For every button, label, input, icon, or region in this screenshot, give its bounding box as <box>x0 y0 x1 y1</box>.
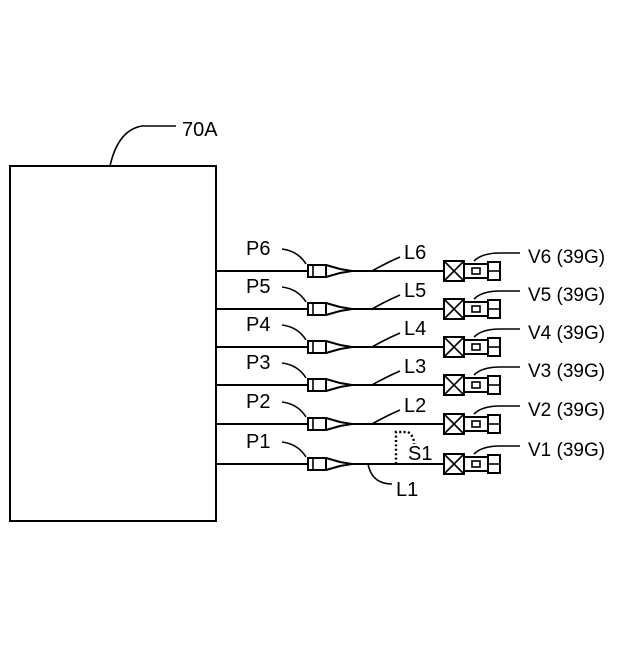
controller-leader <box>110 126 176 166</box>
channel-p6: P6 L6 V6 (39G) <box>216 238 605 281</box>
valve-core <box>472 382 480 388</box>
port-connector-body <box>308 303 326 315</box>
valve-body <box>464 417 488 431</box>
port-connector-body <box>308 458 326 470</box>
line-leader <box>372 371 400 385</box>
channel-p1: P1L1 V1 (39G) <box>216 431 605 501</box>
valve-body <box>464 340 488 354</box>
port-connector-tip <box>326 265 352 277</box>
valve-core <box>472 268 480 274</box>
valve-core <box>472 306 480 312</box>
controller-label: 70A <box>182 119 218 141</box>
port-label: P5 <box>246 276 270 298</box>
port-connector-tip <box>326 303 352 315</box>
valve-body <box>464 302 488 316</box>
valve-leader <box>474 329 520 337</box>
valve-label: V2 (39G) <box>528 400 605 421</box>
channel-p2: P2 L2 V2 (39G) <box>216 391 605 434</box>
port-label: P3 <box>246 352 270 374</box>
sensor-s1: S1 <box>396 432 432 465</box>
port-leader <box>282 325 306 340</box>
line-leader <box>372 410 400 424</box>
port-connector-body <box>308 341 326 353</box>
port-leader <box>282 287 306 302</box>
valve-label: V6 (39G) <box>528 247 605 268</box>
valve-leader <box>474 291 520 299</box>
channel-p4: P4 L4 V4 (39G) <box>216 314 605 357</box>
channel-p3: P3 L3 V3 (39G) <box>216 352 605 395</box>
port-connector-tip <box>326 418 352 430</box>
port-connector-tip <box>326 379 352 391</box>
line-label: L6 <box>404 242 426 264</box>
valve-core <box>472 421 480 427</box>
valve-leader <box>474 446 520 454</box>
valve-body <box>464 457 488 471</box>
line-leader <box>372 295 400 309</box>
valve-label: V3 (39G) <box>528 361 605 382</box>
line-label: L5 <box>404 280 426 302</box>
line-label: L4 <box>404 318 426 340</box>
line-label: L3 <box>404 356 426 378</box>
port-leader <box>282 363 306 378</box>
port-connector-tip <box>326 458 352 470</box>
port-connector-body <box>308 265 326 277</box>
channel-p5: P5 L5 V5 (39G) <box>216 276 605 319</box>
line-leader <box>372 333 400 347</box>
valve-label: V4 (39G) <box>528 323 605 344</box>
valve-core <box>472 344 480 350</box>
port-connector-body <box>308 379 326 391</box>
port-label: P4 <box>246 314 270 336</box>
valve-body <box>464 378 488 392</box>
valve-label: V5 (39G) <box>528 285 605 306</box>
port-connector-tip <box>326 341 352 353</box>
valve-leader <box>474 367 520 375</box>
port-leader <box>282 249 306 264</box>
sensor-label: S1 <box>408 443 432 465</box>
valve-label: V1 (39G) <box>528 440 605 461</box>
valve-core <box>472 461 480 467</box>
controller-box <box>10 166 216 521</box>
port-label: P1 <box>246 431 270 453</box>
port-leader <box>282 442 306 457</box>
line-leader <box>372 257 400 271</box>
line-label: L1 <box>396 479 418 501</box>
valve-body <box>464 264 488 278</box>
port-connector-body <box>308 418 326 430</box>
port-label: P6 <box>246 238 270 260</box>
port-label: P2 <box>246 391 270 413</box>
line-leader <box>368 464 392 484</box>
port-leader <box>282 402 306 417</box>
valve-leader <box>474 253 520 261</box>
line-label: L2 <box>404 395 426 417</box>
valve-leader <box>474 406 520 414</box>
